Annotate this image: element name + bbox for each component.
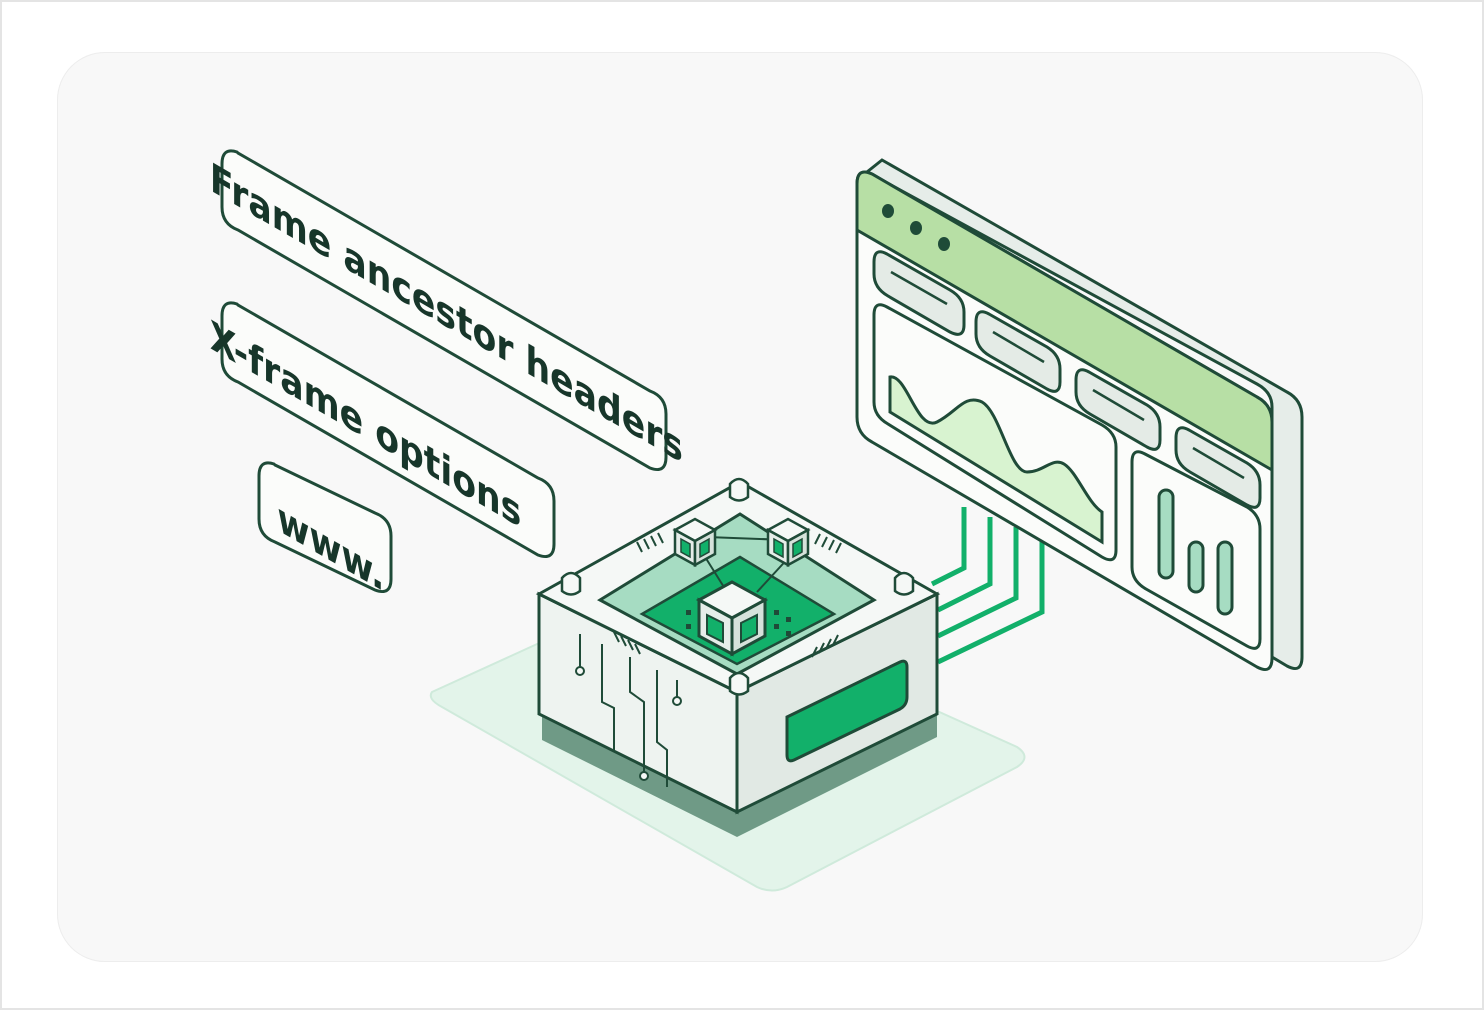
chip-device-icon: [535, 477, 941, 815]
bar-chart-panel: [1130, 450, 1262, 650]
device-pins: [560, 477, 915, 696]
three-dot-window-controls-icon: [882, 204, 950, 251]
connection-cables: [930, 507, 1045, 665]
cube-node-icon: [672, 517, 718, 568]
cube-node-icon: [695, 580, 769, 657]
area-graph-panel: [872, 303, 1118, 562]
label-pill-www: www.: [257, 461, 393, 602]
browser-window: [855, 158, 1304, 671]
cube-node-icon: [765, 517, 811, 568]
nav-pills: [872, 250, 1262, 509]
